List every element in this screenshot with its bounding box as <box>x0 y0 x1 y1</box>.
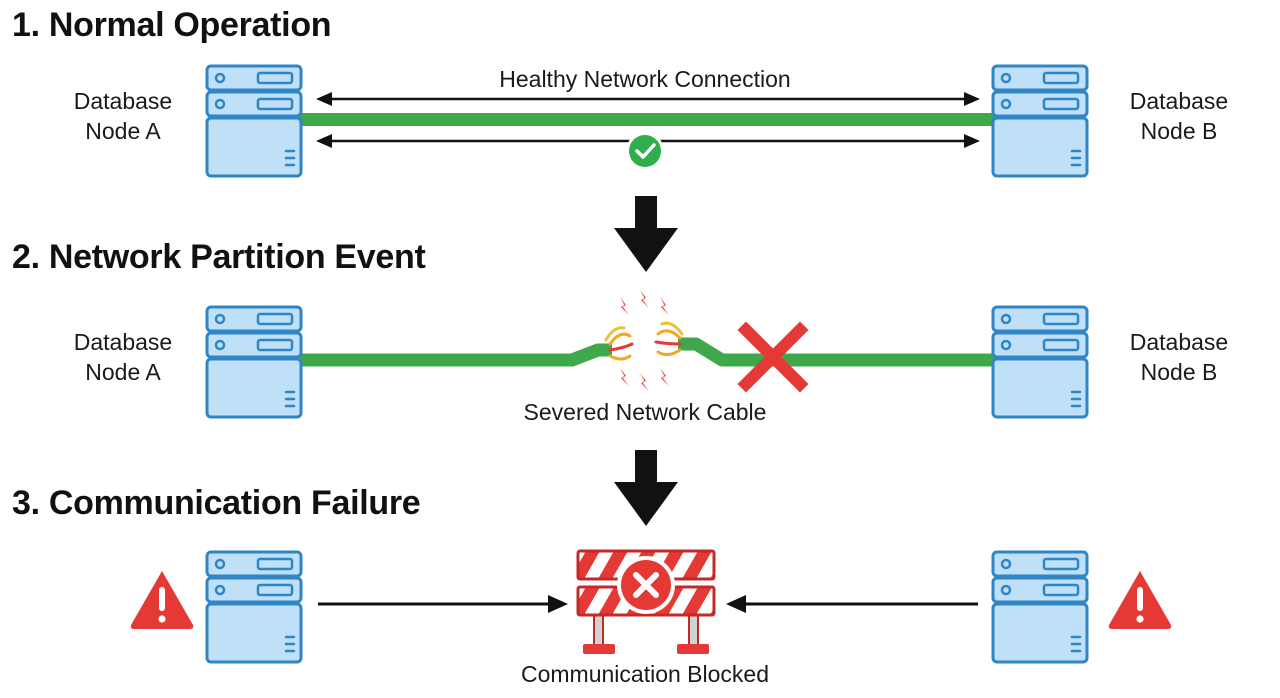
node-b-label: Database Node B <box>1104 86 1254 146</box>
node-b-label: Database Node B <box>1104 327 1254 387</box>
node-a-label: Database Node A <box>48 327 198 387</box>
section-3-heading: 3. Communication Failure <box>12 484 421 522</box>
node-b-label-line1: Database <box>1129 329 1229 355</box>
server-node-b-icon <box>991 550 1089 664</box>
down-arrow-icon <box>614 450 678 526</box>
node-b-label-line2: Node B <box>1140 359 1218 385</box>
node-b-label-line2: Node B <box>1140 118 1218 144</box>
node-a-label: Database Node A <box>48 86 198 146</box>
section-3-diagram <box>130 549 1172 664</box>
red-x-icon <box>737 321 809 393</box>
node-a-label-line2: Node A <box>85 118 161 144</box>
healthy-connection-label: Healthy Network Connection <box>499 66 791 92</box>
severed-cable-left <box>300 343 612 367</box>
section-2-heading: 2. Network Partition Event <box>12 238 426 276</box>
arrow-to-barrier-left <box>318 595 568 613</box>
server-node-b-icon <box>991 64 1089 178</box>
server-node-a-icon <box>205 550 303 664</box>
roadblock-barrier-icon <box>576 549 716 654</box>
node-a-label-line1: Database <box>73 88 173 114</box>
node-a-label-line1: Database <box>73 329 173 355</box>
server-node-a-icon <box>205 305 303 419</box>
double-arrow-top <box>316 92 980 106</box>
frayed-wires-left <box>604 326 634 361</box>
section-1-heading: 1. Normal Operation <box>12 6 332 44</box>
arrow-to-barrier-right <box>726 595 978 613</box>
warning-triangle-icon <box>1108 571 1172 629</box>
frayed-wires-right <box>654 321 684 357</box>
healthy-cable <box>300 113 996 126</box>
severed-cable-label: Severed Network Cable <box>523 399 767 425</box>
warning-triangle-icon <box>130 571 194 629</box>
section-2-diagram <box>205 290 1089 419</box>
server-node-b-icon <box>991 305 1089 419</box>
check-circle-icon <box>626 132 664 170</box>
down-arrow-icon <box>614 196 678 272</box>
severed-cable-right <box>678 337 996 367</box>
node-a-label-line2: Node A <box>85 359 161 385</box>
spark-icons <box>620 290 669 391</box>
node-b-label-line1: Database <box>1129 88 1229 114</box>
communication-blocked-label: Communication Blocked <box>520 661 769 687</box>
server-node-a-icon <box>205 64 303 178</box>
section-1-diagram <box>205 64 1089 178</box>
